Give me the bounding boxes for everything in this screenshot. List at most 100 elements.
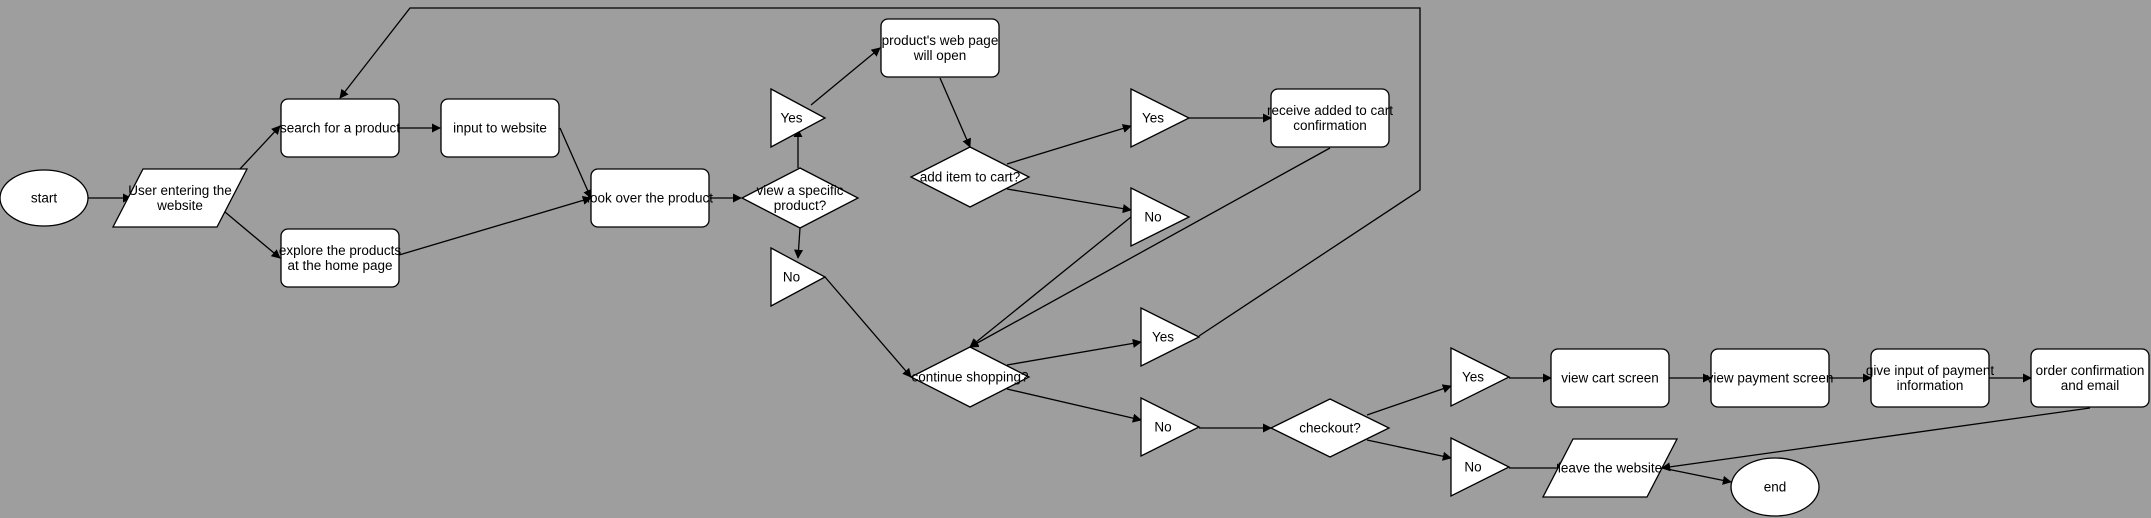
edge-checkout-nocheckout xyxy=(1366,439,1452,461)
edge-leave-end xyxy=(1661,467,1732,485)
node-start-label: start xyxy=(31,191,58,206)
node-no-view: No xyxy=(770,246,827,308)
node-no-checkout: No xyxy=(1450,436,1511,498)
node-leave: leave the website xyxy=(1541,438,1679,498)
node-yes-continue-shape xyxy=(1140,306,1201,368)
node-start-shape xyxy=(0,169,89,227)
edge-noadd-continue xyxy=(969,216,1132,348)
edge-addcart-yesadd xyxy=(1006,124,1132,165)
node-view-cart: view cart screen xyxy=(1550,348,1670,408)
node-cart-confirm-shape xyxy=(1270,88,1390,148)
node-view-payment: view payment screen xyxy=(1707,348,1833,408)
node-order-confirm-shape xyxy=(2030,348,2150,408)
node-end-shape xyxy=(1730,457,1820,517)
node-continue-shape xyxy=(909,346,1031,408)
node-yes-view-shape xyxy=(770,87,827,149)
node-look-label: look over the product xyxy=(587,191,713,206)
node-entering-label: website xyxy=(156,198,203,213)
node-explore-label: at the home page xyxy=(287,258,392,273)
node-checkout-label: checkout? xyxy=(1299,421,1361,436)
node-no-view-label: No xyxy=(783,270,800,285)
node-view-cart-shape xyxy=(1550,348,1670,408)
node-product-page-shape xyxy=(880,18,1000,78)
edge-productpage-addcart xyxy=(939,77,971,148)
node-yes-view-label: Yes xyxy=(781,111,803,126)
node-no-checkout-shape xyxy=(1450,436,1511,498)
node-end-label: end xyxy=(1764,480,1787,495)
edge-cartconfirm-continue xyxy=(969,147,1331,348)
node-no-continue-shape xyxy=(1140,396,1201,458)
node-search-label: search for a product xyxy=(280,121,400,136)
node-cart-confirm-label: confirmation xyxy=(1293,118,1367,133)
node-view-cart-label: view cart screen xyxy=(1561,371,1659,386)
node-input-label: input to website xyxy=(453,121,547,136)
node-no-add: No xyxy=(1130,186,1191,248)
edge-continue-yescontinue xyxy=(1006,338,1142,366)
node-end: end xyxy=(1730,457,1820,517)
node-yes-checkout: Yes xyxy=(1450,346,1511,408)
node-continue-label: continue shopping? xyxy=(911,370,1028,385)
node-yes-view: Yes xyxy=(770,87,827,149)
edge-checkout-yescheckout xyxy=(1366,384,1452,416)
node-product-page-label: product's web page xyxy=(882,33,999,48)
node-no-add-label: No xyxy=(1144,210,1161,225)
node-payment-input-shape xyxy=(1870,348,1990,408)
flowchart-edges xyxy=(88,7,2091,485)
node-leave-shape xyxy=(1541,438,1679,498)
node-add-cart-label: add item to cart? xyxy=(920,170,1021,185)
node-payment-input-label: give input of payment xyxy=(1866,363,1995,378)
node-explore-label: explore the products xyxy=(279,243,402,258)
node-yes-continue-label: Yes xyxy=(1152,330,1174,345)
node-add-cart-shape xyxy=(909,146,1031,208)
edge-yescontinue-search-loop xyxy=(339,7,1421,337)
node-yes-add-shape xyxy=(1130,87,1191,149)
node-entering-label: User entering the xyxy=(128,183,232,198)
node-checkout: checkout? xyxy=(1269,398,1391,458)
node-search: search for a product xyxy=(280,98,400,158)
node-start: start xyxy=(0,169,89,227)
node-view-specific-label: view a specific xyxy=(756,183,843,198)
node-checkout-shape xyxy=(1269,398,1391,458)
node-yes-checkout-shape xyxy=(1450,346,1511,408)
node-no-checkout-label: No xyxy=(1464,460,1481,475)
node-view-specific-label: product? xyxy=(774,198,827,213)
node-search-shape xyxy=(280,98,400,158)
node-no-continue: No xyxy=(1140,396,1201,458)
edge-orderconfirm-leave xyxy=(1661,407,2091,472)
node-leave-label: leave the website xyxy=(1558,461,1662,476)
node-no-view-shape xyxy=(770,246,827,308)
node-look: look over the product xyxy=(587,168,713,228)
node-add-cart: add item to cart? xyxy=(909,146,1031,208)
edge-continue-nocontinue xyxy=(1006,388,1142,423)
node-input-shape xyxy=(440,98,560,158)
edge-noview-continue xyxy=(824,276,912,378)
node-order-confirm-label: and email xyxy=(2061,378,2120,393)
edge-view-no xyxy=(794,227,804,259)
node-view-payment-shape xyxy=(1710,348,1830,408)
node-entering-shape xyxy=(111,168,249,228)
node-input: input to website xyxy=(440,98,560,158)
edge-input-look xyxy=(559,127,592,199)
node-no-continue-label: No xyxy=(1154,420,1171,435)
edge-entering-explore xyxy=(224,211,281,259)
node-view-specific-shape xyxy=(740,167,860,229)
edge-explore-look xyxy=(398,195,592,256)
node-cart-confirm-label: receive added to cart xyxy=(1267,103,1393,118)
node-payment-input-label: information xyxy=(1897,378,1964,393)
node-no-add-shape xyxy=(1130,186,1191,248)
node-yes-add-label: Yes xyxy=(1142,111,1164,126)
node-yes-checkout-label: Yes xyxy=(1462,370,1484,385)
node-continue: continue shopping? xyxy=(909,346,1031,408)
node-product-page-label: will open xyxy=(913,48,967,63)
edge-addcart-noadd xyxy=(1006,188,1132,214)
node-look-shape xyxy=(590,168,710,228)
